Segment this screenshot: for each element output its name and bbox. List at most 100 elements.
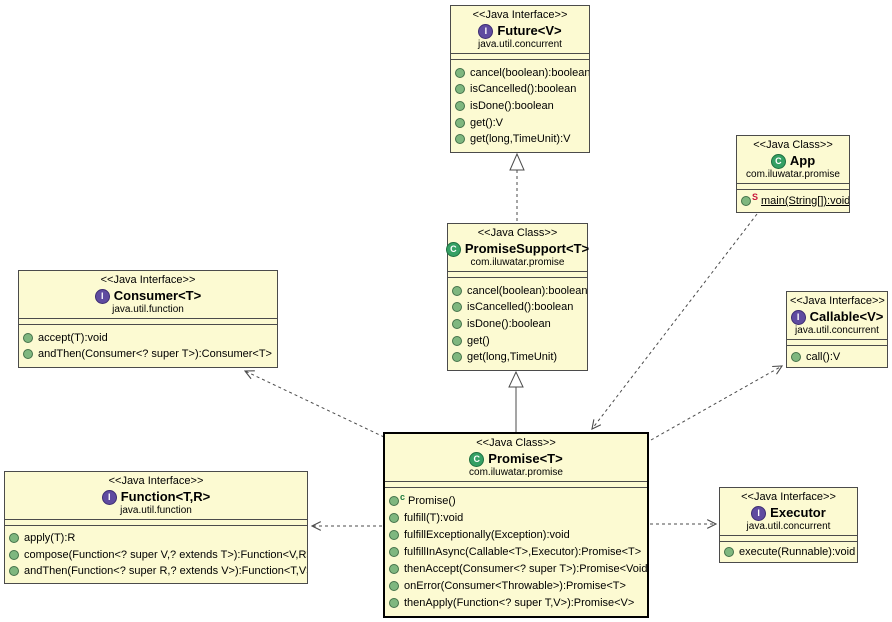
stereotype-label: <<Java Class>> bbox=[753, 139, 833, 151]
package-name: com.iluwatar.promise bbox=[470, 257, 565, 268]
method-label: get(long,TimeUnit) bbox=[467, 351, 558, 364]
attributes-compartment bbox=[451, 54, 589, 60]
public-method-visibility-icon bbox=[389, 564, 399, 574]
method-row: thenAccept(Consumer<? super T>):Promise<… bbox=[389, 563, 647, 575]
public-method-visibility-icon bbox=[455, 117, 465, 128]
method-label: cancel(boolean):boolean bbox=[470, 66, 589, 79]
interface-icon: I bbox=[790, 309, 806, 325]
method-row: isDone():boolean bbox=[452, 318, 583, 330]
dependency-app-uses-promise bbox=[592, 213, 758, 429]
class-box-callable[interactable]: <<Java Interface>> I Callable<V> java.ut… bbox=[786, 291, 888, 368]
class-box-app[interactable]: <<Java Class>> C App com.iluwatar.promis… bbox=[736, 135, 850, 213]
stereotype-label: <<Java Class>> bbox=[477, 227, 558, 239]
method-row: isCancelled():boolean bbox=[452, 301, 583, 313]
method-row: fulfill(T):void bbox=[389, 512, 643, 524]
class-header: <<Java Class>> C Promise<T> com.iluwatar… bbox=[385, 434, 647, 482]
method-row: call():V bbox=[791, 351, 883, 363]
class-icon: C bbox=[445, 241, 461, 257]
dependency-promise-uses-callable bbox=[650, 366, 782, 441]
class-box-promise-support[interactable]: <<Java Class>> C PromiseSupport<T> com.i… bbox=[445, 223, 589, 371]
hollow-triangle-arrowhead bbox=[508, 370, 524, 388]
method-row: fulfillExceptionally(Exception):void bbox=[389, 529, 643, 541]
method-row: cancel(boolean):boolean bbox=[455, 67, 589, 79]
method-row: get():V bbox=[455, 117, 585, 129]
method-row: fulfillInAsync(Callable<T>,Executor):Pro… bbox=[389, 546, 643, 558]
package-name: com.iluwatar.promise bbox=[469, 467, 563, 478]
attributes-compartment bbox=[385, 482, 647, 488]
attributes-compartment bbox=[5, 520, 307, 526]
public-method-visibility-icon bbox=[791, 351, 801, 362]
public-method-visibility-icon bbox=[389, 547, 399, 557]
class-header: <<Java Interface>> I Future<V> java.util… bbox=[451, 6, 589, 54]
method-label: get():V bbox=[470, 116, 504, 129]
package-name: com.iluwatar.promise bbox=[746, 169, 840, 180]
method-label: Promise() bbox=[408, 495, 456, 507]
public-method-visibility-icon bbox=[452, 318, 462, 329]
method-row: isDone():boolean bbox=[455, 100, 585, 112]
interface-icon: I bbox=[478, 23, 494, 39]
method-label: isDone():boolean bbox=[470, 99, 554, 112]
public-method-visibility-icon bbox=[452, 335, 462, 346]
class-box-future[interactable]: <<Java Interface>> I Future<V> java.util… bbox=[450, 5, 590, 153]
class-name-line: I Consumer<T> bbox=[22, 288, 274, 304]
methods-compartment: call():V bbox=[787, 346, 887, 367]
public-method-visibility-icon bbox=[455, 67, 465, 78]
interface-icon: I bbox=[94, 288, 110, 304]
method-label: andThen(Function<? super R,? extends V>)… bbox=[24, 564, 307, 577]
method-row: accept(T):void bbox=[23, 332, 273, 344]
class-name: App bbox=[789, 153, 816, 168]
hollow-triangle-arrowhead bbox=[509, 152, 525, 171]
stereotype-label: <<Java Interface>> bbox=[741, 491, 836, 503]
public-method-visibility-icon bbox=[23, 349, 33, 360]
class-name-line: I Executor bbox=[723, 505, 854, 521]
stereotype-label: <<Java Interface>> bbox=[100, 274, 196, 286]
method-row: compose(Function<? super V,? extends T>)… bbox=[9, 549, 307, 561]
method-row: get(long,TimeUnit):V bbox=[455, 133, 585, 145]
class-box-consumer[interactable]: <<Java Interface>> I Consumer<T> java.ut… bbox=[18, 270, 278, 368]
method-label: isCancelled():boolean bbox=[467, 301, 574, 314]
public-method-visibility-icon bbox=[455, 84, 465, 95]
class-header: <<Java Interface>> I Consumer<T> java.ut… bbox=[19, 271, 277, 319]
public-method-visibility-icon bbox=[389, 530, 399, 540]
class-name-line: I Callable<V> bbox=[790, 309, 884, 325]
stereotype-label: <<Java Class>> bbox=[476, 437, 556, 449]
public-method-visibility-icon bbox=[389, 581, 399, 591]
public-method-visibility-icon bbox=[389, 598, 399, 608]
attributes-compartment bbox=[720, 536, 857, 542]
generalization-promise-extends-promise-support bbox=[508, 370, 524, 432]
public-method-visibility-icon bbox=[724, 547, 734, 557]
class-name: Consumer<T> bbox=[113, 288, 202, 303]
class-name: Promise<T> bbox=[488, 451, 563, 466]
public-method-visibility-icon bbox=[23, 332, 33, 343]
method-label: main(String[]):void bbox=[761, 195, 849, 207]
dependency-promise-uses-consumer bbox=[245, 371, 385, 438]
class-box-promise[interactable]: <<Java Class>> C Promise<T> com.iluwatar… bbox=[383, 432, 649, 618]
class-header: <<Java Interface>> I Callable<V> java.ut… bbox=[787, 292, 887, 340]
public-method-visibility-icon bbox=[452, 285, 462, 296]
method-label: compose(Function<? super V,? extends T>)… bbox=[24, 548, 307, 561]
class-name-line: C PromiseSupport<T> bbox=[445, 241, 589, 257]
method-row: onError(Consumer<Throwable>):Promise<T> bbox=[389, 580, 643, 592]
class-header: <<Java Interface>> I Function<T,R> java.… bbox=[5, 472, 307, 520]
class-name-line: C Promise<T> bbox=[388, 451, 644, 467]
class-icon: C bbox=[770, 153, 786, 169]
method-label: fulfillInAsync(Callable<T>,Executor):Pro… bbox=[404, 546, 642, 558]
method-label: get() bbox=[467, 334, 490, 347]
class-name: Executor bbox=[770, 505, 826, 520]
package-name: java.util.function bbox=[120, 505, 192, 516]
class-box-executor[interactable]: <<Java Interface>> I Executor java.util.… bbox=[719, 487, 858, 563]
interface-icon: I bbox=[101, 489, 117, 505]
method-row: get(long,TimeUnit) bbox=[452, 351, 583, 363]
stereotype-label: <<Java Interface>> bbox=[790, 295, 885, 307]
attributes-compartment bbox=[737, 184, 849, 190]
constructor-modifier: c bbox=[400, 492, 406, 502]
public-method-visibility-icon bbox=[741, 196, 751, 206]
public-method-visibility-icon bbox=[9, 565, 19, 576]
method-row: andThen(Function<? super R,? extends V>)… bbox=[9, 565, 307, 577]
public-method-visibility-icon bbox=[455, 134, 465, 145]
class-box-function[interactable]: <<Java Interface>> I Function<T,R> java.… bbox=[4, 471, 308, 584]
